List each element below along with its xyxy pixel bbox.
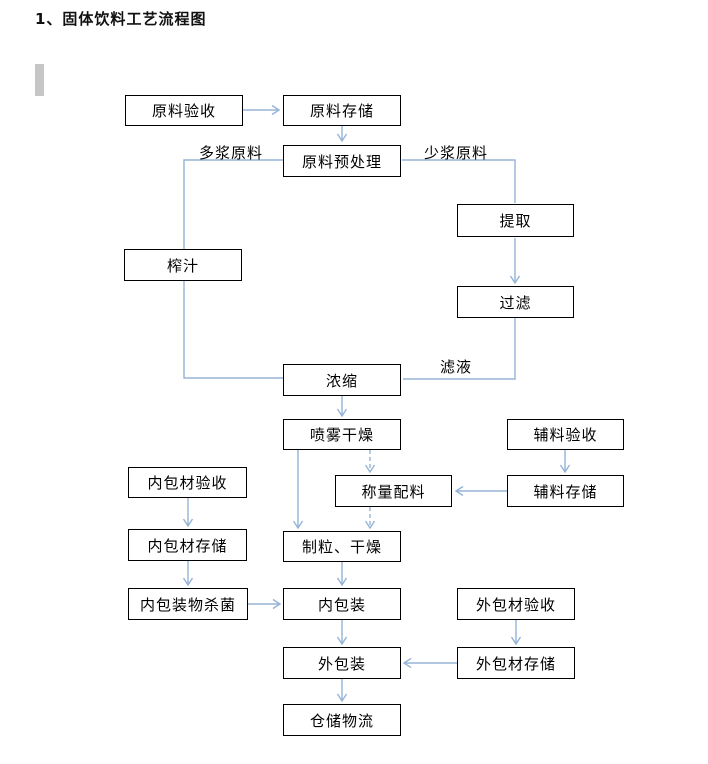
node-outer-pack-acceptance: 外包材验收 [457,588,575,620]
node-filtration: 过滤 [457,286,574,318]
page-title: 1、固体饮料工艺流程图 [35,10,207,28]
node-inner-pack-sterilization: 内包装物杀菌 [128,588,248,620]
node-inner-pack-storage: 内包材存储 [128,529,247,561]
cursor-selection-bar [35,64,44,96]
edge-label-filtrate: 滤液 [440,358,473,376]
node-inner-packaging: 内包装 [283,588,401,620]
edge-label-less-pulpy-material: 少浆原料 [424,144,489,162]
node-weighing-batching: 称量配料 [335,475,452,507]
node-auxiliary-acceptance: 辅料验收 [507,419,624,450]
node-auxiliary-storage: 辅料存储 [507,475,624,507]
node-warehousing-logistics: 仓储物流 [283,704,401,736]
node-raw-material-storage: 原料存储 [283,95,401,126]
node-concentration: 浓缩 [283,364,401,396]
node-extraction: 提取 [457,204,574,237]
node-inner-pack-acceptance: 内包材验收 [128,467,247,498]
node-raw-material-pretreatment: 原料预处理 [283,145,401,177]
edge-label-pulpy-material: 多浆原料 [199,144,264,162]
node-raw-material-acceptance: 原料验收 [125,95,243,126]
node-outer-packaging: 外包装 [283,647,401,679]
node-juicing: 榨汁 [124,249,242,281]
node-granulation-drying: 制粒、干燥 [283,531,401,562]
edge-pretreatment-to-extraction [402,159,516,203]
node-outer-pack-storage: 外包材存储 [457,647,575,679]
node-spray-drying: 喷雾干燥 [283,419,401,450]
edge-filtration-to-concentration [403,318,516,380]
